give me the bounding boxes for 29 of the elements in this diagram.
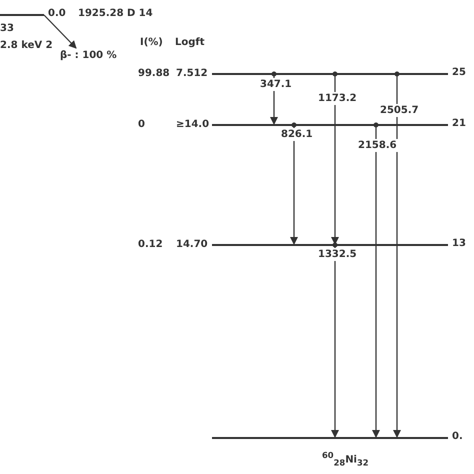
edge-label: 2505.7 xyxy=(379,104,420,117)
energy-label: 0.0 xyxy=(48,7,66,20)
gamma-arrow xyxy=(290,122,298,245)
energy-label: 21 xyxy=(452,117,466,130)
level-value: 0 xyxy=(138,118,145,131)
edge-label: 1173.2 xyxy=(317,92,358,105)
decay-arrow xyxy=(44,14,77,49)
edge-label: 347.1 xyxy=(259,78,293,91)
level-value: ≥14.0 xyxy=(176,118,210,131)
column-header: Logft xyxy=(175,36,205,49)
edge-label: 2158.6 xyxy=(357,139,398,152)
gamma-arrow xyxy=(331,242,339,438)
gamma-arrow xyxy=(331,72,339,245)
edge-label: 1332.5 xyxy=(317,248,358,261)
gamma-arrow xyxy=(393,72,401,438)
energy-label: 25 xyxy=(452,66,466,79)
decay-energy: 33 xyxy=(0,22,14,35)
level-value: 99.88 xyxy=(138,67,170,80)
energy-label: 0. xyxy=(452,430,463,443)
decay-energy: 2.8 keV 2 xyxy=(0,39,53,52)
level-value: 14.70 xyxy=(176,238,208,251)
gamma-arrow xyxy=(372,122,380,438)
decay-label: β- : 100 % xyxy=(60,49,117,62)
energy-label: 13 xyxy=(452,237,466,250)
column-header: I(%) xyxy=(140,36,163,49)
level-value: 0.12 xyxy=(138,238,163,251)
level-value: 7.512 xyxy=(176,67,208,80)
edge-label: 826.1 xyxy=(280,128,314,141)
energy-label: 1925.28 D 14 xyxy=(78,7,153,20)
